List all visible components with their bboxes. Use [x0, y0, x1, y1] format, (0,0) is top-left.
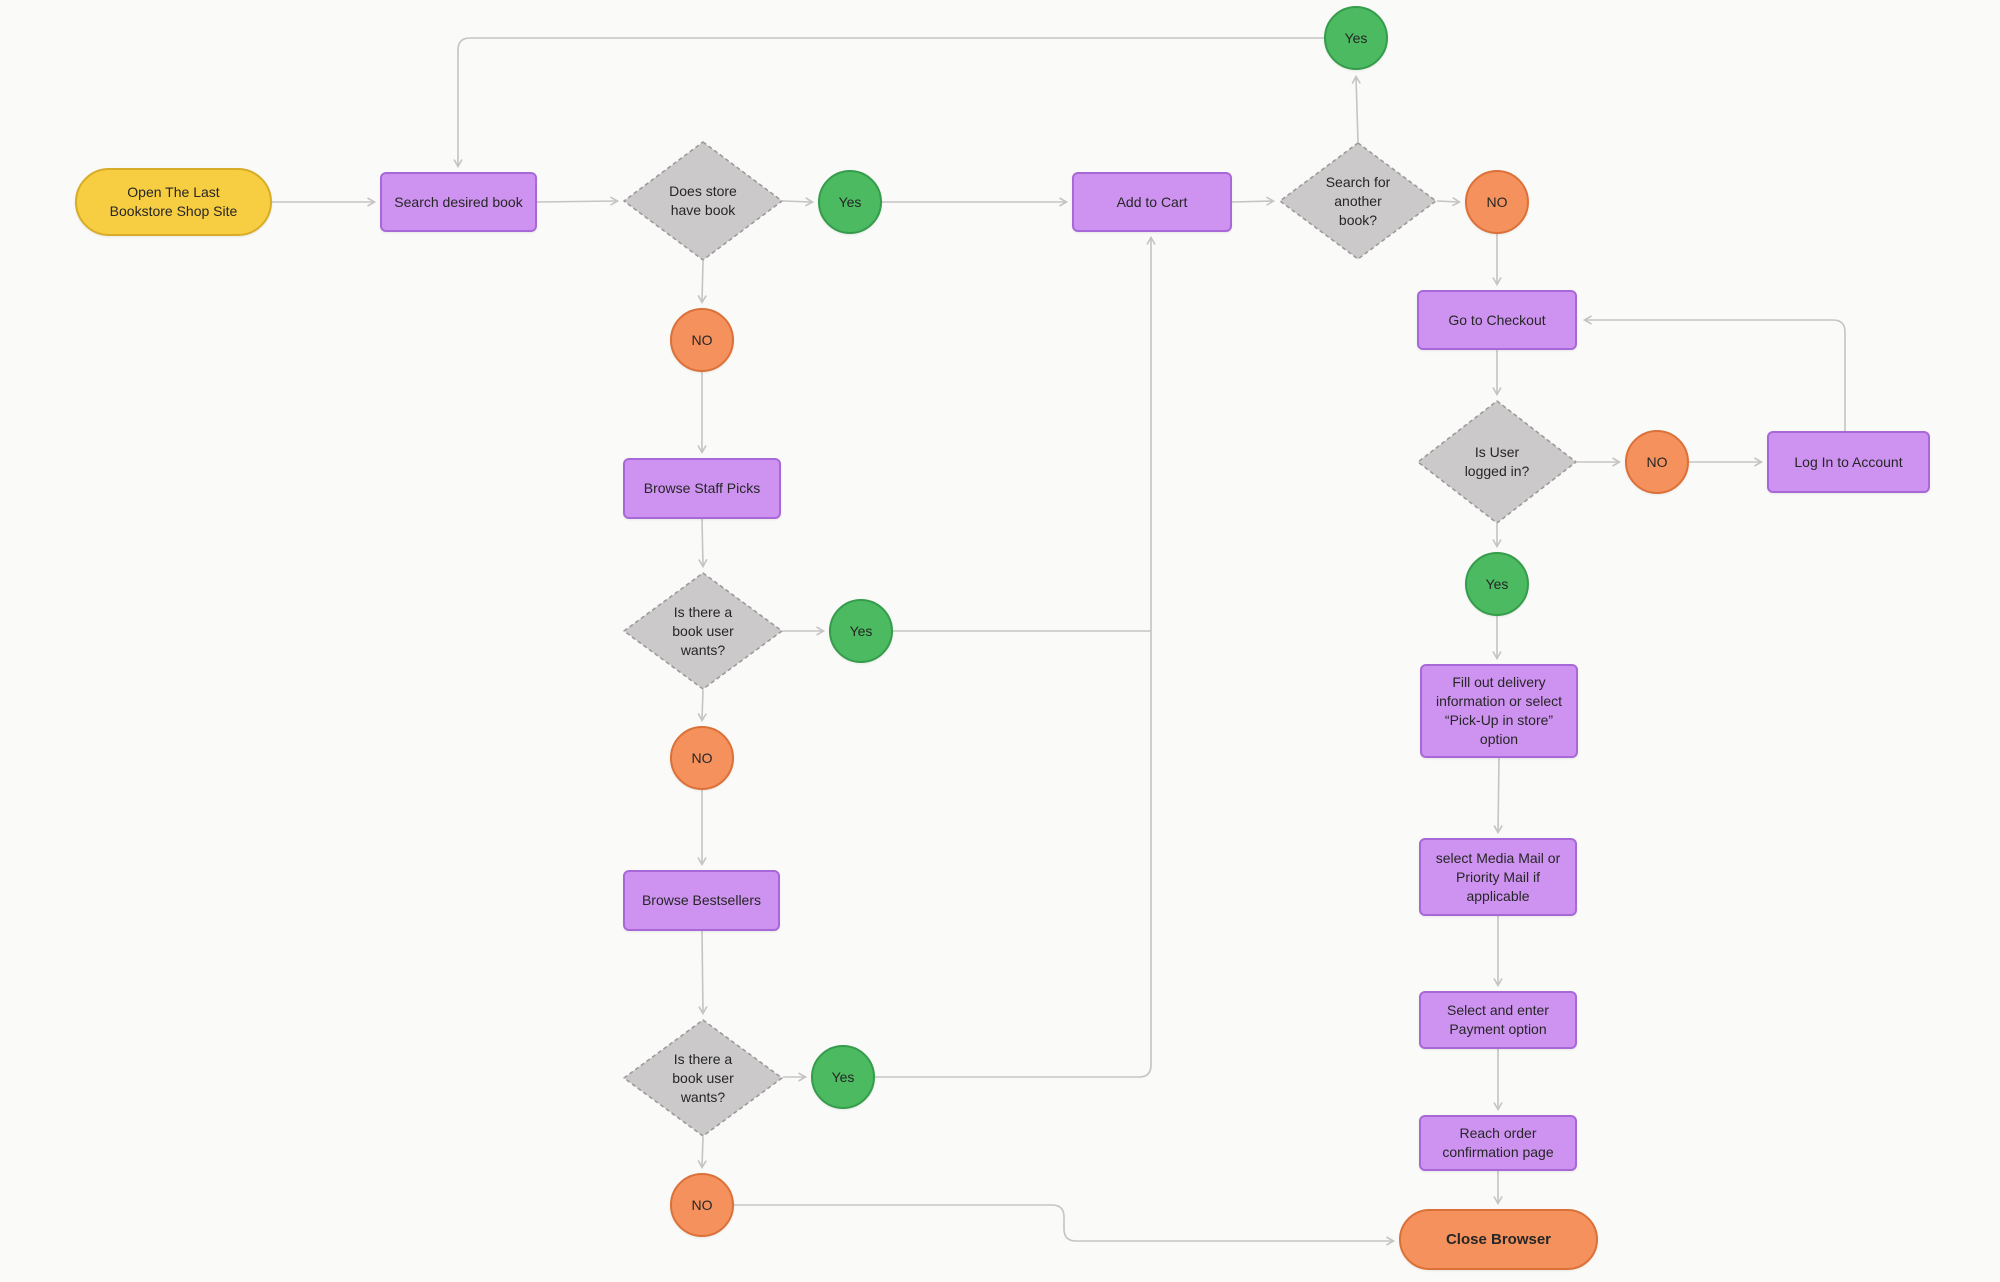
node-label: Browse Staff Picks [643, 480, 761, 496]
node-label: Open The Last Bookstore Shop Site [109, 184, 238, 219]
node-open-bookstore-site[interactable]: Open The Last Bookstore Shop Site [75, 168, 272, 236]
node-label: Is there a book user wants? [672, 1050, 734, 1105]
node-go-to-checkout[interactable]: Go to Checkout [1417, 290, 1577, 350]
node-is-there-book-user-wants-2[interactable]: Is there a book user wants? [623, 1019, 783, 1137]
node-yes-book-wants-1[interactable]: Yes [829, 599, 893, 663]
node-label: Yes [849, 622, 873, 639]
edge-staffpicks-bookwants1 [698, 518, 708, 569]
node-label: NO [691, 749, 713, 766]
node-yes-have-book[interactable]: Yes [818, 170, 882, 234]
node-yes-logged-in[interactable]: Yes [1465, 552, 1529, 616]
diamond-shape [623, 141, 783, 261]
edge-bookwants1-no [697, 689, 707, 723]
node-label: Yes [831, 1068, 855, 1085]
diamond-shape [1417, 400, 1577, 524]
node-yes-search-another[interactable]: Yes [1324, 6, 1388, 70]
node-label: Is User logged in? [1464, 444, 1530, 479]
node-order-confirmation[interactable]: Reach order confirmation page [1419, 1115, 1577, 1171]
node-select-mail-option[interactable]: select Media Mail or Priority Mail if ap… [1419, 838, 1577, 916]
node-browse-staff-picks[interactable]: Browse Staff Picks [623, 458, 781, 519]
node-does-store-have-book[interactable]: Does store have book [623, 141, 783, 261]
node-yes-book-wants-2[interactable]: Yes [811, 1045, 875, 1109]
node-label: Search for another book? [1325, 173, 1391, 228]
node-label: Yes [1344, 29, 1368, 46]
edge-searchanother-yestop [1351, 74, 1361, 143]
edge-no4-close [734, 1204, 1396, 1246]
node-label: Is there a book user wants? [672, 603, 734, 658]
edge-login-checkout [1582, 315, 1846, 431]
edge-bestsellers-bookwants2 [698, 930, 708, 1016]
node-label: Close Browser [1445, 1231, 1552, 1248]
edge-searchanother-no [1436, 197, 1462, 207]
node-no-logged-in[interactable]: NO [1625, 430, 1689, 494]
edge-havebook-no [697, 260, 707, 305]
node-close-browser[interactable]: Close Browser [1399, 1209, 1598, 1270]
node-is-there-book-user-wants-1[interactable]: Is there a book user wants? [623, 572, 783, 690]
node-label: NO [691, 331, 713, 348]
edge-search-havebook [536, 196, 620, 206]
node-add-to-cart[interactable]: Add to Cart [1072, 172, 1232, 232]
node-log-in-to-account[interactable]: Log In to Account [1767, 431, 1930, 493]
node-fill-delivery-info[interactable]: Fill out delivery information or select … [1420, 664, 1578, 758]
node-no-book-wants-2[interactable]: NO [670, 1173, 734, 1237]
node-label: Log In to Account [1794, 453, 1903, 470]
node-label: Go to Checkout [1448, 311, 1546, 328]
edge-yes4-addcart [875, 235, 1156, 1078]
node-search-for-another-book[interactable]: Search for another book? [1279, 142, 1437, 260]
node-label: Yes [1485, 575, 1509, 592]
node-label: Add to Cart [1116, 193, 1188, 210]
node-payment-option[interactable]: Select and enter Payment option [1419, 991, 1577, 1049]
node-label: Yes [838, 193, 862, 210]
node-is-user-logged-in[interactable]: Is User logged in? [1417, 400, 1577, 524]
node-label: Select and enter Payment option [1447, 1002, 1549, 1037]
diamond-shape [1279, 142, 1437, 260]
node-label: Browse Bestsellers [641, 892, 762, 908]
node-label: select Media Mail or Priority Mail if ap… [1435, 849, 1561, 904]
node-label: NO [691, 1196, 713, 1213]
node-label: NO [1646, 453, 1668, 470]
edge-addcart-searchanother [1231, 196, 1276, 206]
edge-delivery-mail [1493, 757, 1503, 835]
diamond-shape [623, 572, 783, 690]
edge-bookwants2-no [697, 1136, 707, 1170]
node-label: Does store have book [669, 183, 737, 218]
edge-havebook-yes [782, 197, 815, 207]
diamond-shape [623, 1019, 783, 1137]
node-label: NO [1486, 193, 1508, 210]
node-search-desired-book[interactable]: Search desired book [380, 172, 537, 232]
node-browse-bestsellers[interactable]: Browse Bestsellers [623, 870, 780, 931]
node-no-have-book[interactable]: NO [670, 308, 734, 372]
node-label: Fill out delivery information or select … [1435, 674, 1563, 747]
node-no-search-another[interactable]: NO [1465, 170, 1529, 234]
node-label: Search desired book [394, 193, 523, 210]
node-no-book-wants-1[interactable]: NO [670, 726, 734, 790]
edge-yestop-search [453, 37, 1324, 169]
node-label: Reach order confirmation page [1442, 1125, 1554, 1160]
